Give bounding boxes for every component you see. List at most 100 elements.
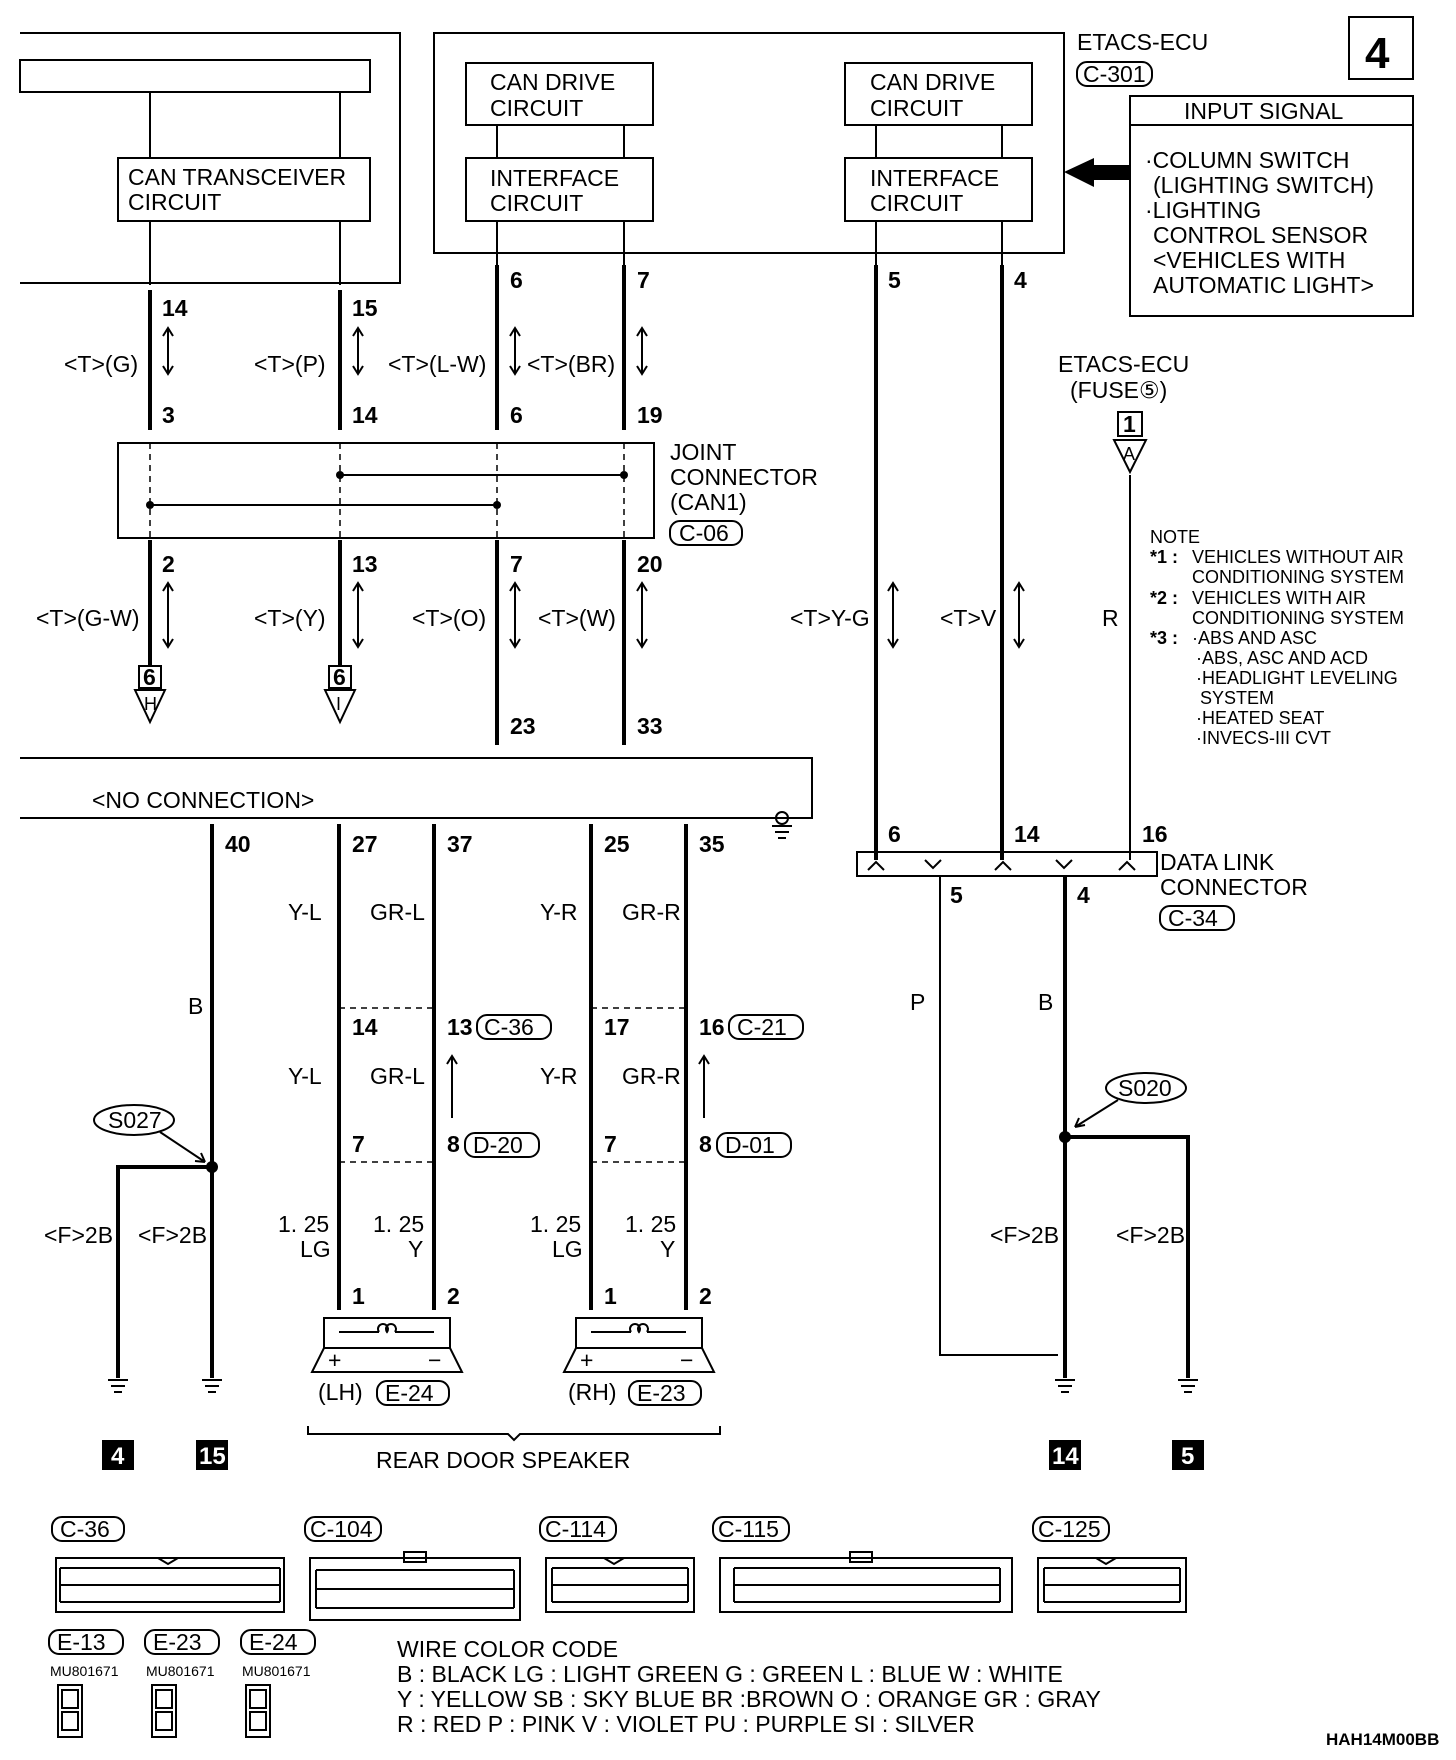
ref-6-i: 6 [333, 664, 346, 690]
rh-c-pin-16: 16 [699, 1014, 725, 1040]
lh-c-conn: C-36 [484, 1014, 534, 1040]
rh-gauge-1b: LG [552, 1236, 583, 1262]
can-transceiver-label-1: CAN TRANSCEIVER [128, 164, 346, 190]
rh-gauge-2a: 1. 25 [625, 1211, 676, 1237]
page-number-box [1348, 16, 1414, 80]
ground-5-box [1172, 1440, 1204, 1470]
rh-d-pin-7: 7 [604, 1131, 617, 1157]
dlc-wires [874, 265, 1131, 860]
speaker-lh-icon: + − (LH) E-24 [310, 1317, 464, 1406]
note-text-3d: SYSTEM [1200, 688, 1274, 708]
dlc-pin-4: 4 [1077, 882, 1090, 908]
dlc-label-2: CONNECTOR [1160, 874, 1308, 900]
amp-ground-wires: S027 [93, 824, 218, 1378]
input-signal-title: INPUT SIGNAL [1184, 98, 1344, 124]
input-signal-line-6: AUTOMATIC LIGHT> [1153, 272, 1374, 298]
wire-color-br: <T>(BR) [527, 351, 615, 377]
ref-letter-i: I [336, 694, 341, 714]
lh-color-yl: Y-L [288, 899, 322, 925]
lh-d-pin-8: 8 [447, 1131, 460, 1157]
wire-code-line-2: Y : YELLOW SB : SKY BLUE BR :BROWN O : O… [397, 1686, 1101, 1712]
wire-color-gw: <T>(G-W) [36, 605, 140, 631]
pin-14: 14 [352, 402, 378, 428]
note-text-3b: ·ABS, ASC AND ACD [1196, 648, 1368, 668]
fuse-ref-box [1117, 411, 1143, 437]
ground-4-box [102, 1440, 134, 1470]
pin-2: 2 [162, 551, 175, 577]
rh-c-conn: C-21 [737, 1014, 787, 1040]
interface-label-a1: INTERFACE [490, 165, 619, 191]
note-title: NOTE [1150, 527, 1200, 547]
dlc-connector-id: C-34 [1168, 905, 1218, 931]
note-text-1b: CONDITIONING SYSTEM [1192, 567, 1404, 587]
diagram-code: HAH14M00BB [1326, 1730, 1439, 1749]
pin-15-ecu: 15 [352, 295, 378, 321]
ground-14: 14 [1052, 1443, 1079, 1470]
fuse-ref-triangle [1112, 439, 1148, 475]
ground-14-box [1049, 1440, 1081, 1470]
input-signal-line-4: CONTROL SENSOR [1153, 222, 1368, 248]
rh-color-grr: GR-R [622, 899, 681, 925]
joint-label-1: JOINT [670, 439, 736, 465]
pin-23: 23 [510, 713, 536, 739]
lh-spk-pin-2: 2 [447, 1283, 460, 1309]
joint-label-3: (CAN1) [670, 489, 747, 515]
ground-15: 15 [199, 1443, 226, 1470]
pin-7: 7 [510, 551, 523, 577]
dlc-pin-6: 6 [888, 821, 901, 847]
ground-symbols [108, 1379, 1198, 1393]
etacs-title: ETACS-ECU [1077, 29, 1208, 55]
ground-15-box [196, 1440, 228, 1470]
offpage-ref-h: 6 H [133, 664, 167, 725]
lh-d-conn: D-20 [473, 1132, 523, 1158]
pin-6: 6 [510, 402, 523, 428]
rh-gauge-1a: 1. 25 [530, 1211, 581, 1237]
fuse-label: (FUSE⑤) [1070, 377, 1167, 403]
pin-3: 3 [162, 402, 175, 428]
offpage-ref-i: 6 I [323, 664, 357, 725]
no-connection-label: <NO CONNECTION> [92, 787, 314, 813]
rh-d-pin-8: 8 [699, 1131, 712, 1157]
note-text-3c: ·HEADLIGHT LEVELING [1196, 668, 1398, 688]
left-module: CAN TRANSCEIVER CIRCUIT [19, 32, 401, 285]
can-wires-top [148, 265, 648, 745]
pin-19: 19 [637, 402, 663, 428]
lh-c-pin-14: 14 [352, 1014, 378, 1040]
ground-5: 5 [1181, 1443, 1194, 1470]
pin-33: 33 [637, 713, 663, 739]
rh-c-pin-17: 17 [604, 1014, 630, 1040]
note-text-3f: ·INVECS-III CVT [1196, 728, 1331, 748]
speaker-brace [307, 1426, 721, 1442]
dlc-pin-16: 16 [1142, 821, 1168, 847]
lh-c-pin-13: 13 [447, 1014, 473, 1040]
wire-code-line-3: R : RED P : PINK V : VIOLET PU : PURPLE … [397, 1711, 975, 1737]
joint-connector-id: C-06 [679, 520, 729, 546]
pin-5-ecu: 5 [888, 267, 901, 293]
lh-plus: + [328, 1347, 341, 1373]
lh-color-yl-2: Y-L [288, 1063, 322, 1089]
wire-color-yg: <T>Y-G [790, 605, 870, 631]
wire-color-o: <T>(O) [412, 605, 486, 631]
rh-side: (RH) [568, 1379, 617, 1405]
pin-20: 20 [637, 551, 663, 577]
pin-7-ecu: 7 [637, 267, 650, 293]
can-drive-label-a2: CIRCUIT [490, 95, 583, 121]
can-drive-label-b2: CIRCUIT [870, 95, 963, 121]
amp-pin-25: 25 [604, 831, 630, 857]
legend-c104: C-104 [310, 1516, 373, 1542]
joint-connector: JOINT CONNECTOR (CAN1) C-06 [117, 439, 818, 546]
lh-gauge-1a: 1. 25 [278, 1211, 329, 1237]
small-connectors: E-13 MU801671 E-23 MU801671 E-24 MU80167… [48, 1629, 316, 1738]
ground-4: 4 [111, 1443, 125, 1470]
ground-label-left-2: <F>2B [138, 1222, 207, 1248]
rh-d-conn-box [716, 1132, 792, 1158]
interface-label-b2: CIRCUIT [870, 190, 963, 216]
splice-s027: S027 [108, 1107, 162, 1133]
rh-color-grr-2: GR-R [622, 1063, 681, 1089]
e13-part: MU801671 [50, 1663, 119, 1679]
pin-13: 13 [352, 551, 378, 577]
wire-color-r: R [1102, 605, 1119, 631]
rh-color-yr-2: Y-R [540, 1063, 578, 1089]
amp-pin-27: 27 [352, 831, 378, 857]
